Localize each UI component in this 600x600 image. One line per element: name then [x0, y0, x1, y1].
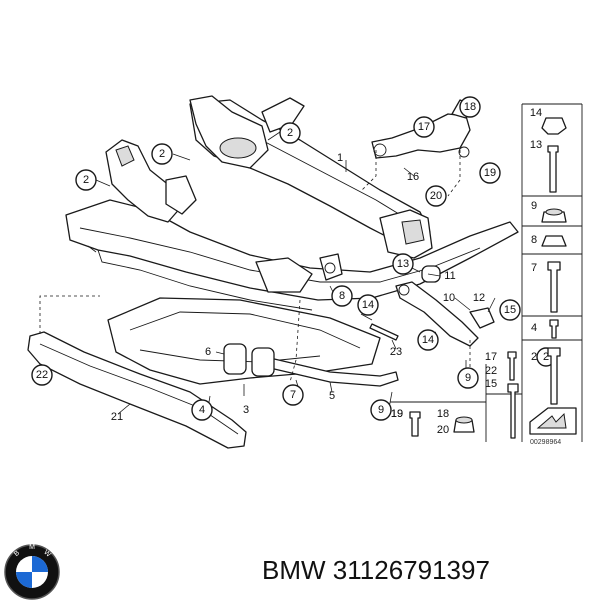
svg-text:12: 12	[473, 292, 485, 304]
callout-12: 12	[473, 292, 485, 304]
callout-2-left-upper: 2	[151, 143, 173, 165]
side-label-22: 22	[485, 365, 497, 377]
subframe-part-1	[65, 95, 519, 311]
callout-16: 16	[407, 171, 419, 183]
svg-text:W: W	[42, 549, 52, 559]
side-label-8: 8	[531, 234, 537, 246]
svg-text:1: 1	[337, 152, 343, 164]
fastener-panel: 14 13 9 8 7 4 2 17 22 15 19 18 20 002989…	[390, 103, 583, 446]
bushing-part-11	[421, 265, 441, 283]
callout-6: 6	[205, 346, 211, 358]
svg-text:13: 13	[397, 258, 409, 270]
callout-14-mid: 14	[357, 294, 379, 316]
svg-text:23: 23	[390, 346, 402, 358]
side-label-2: 2	[531, 351, 537, 363]
diagram-code: 00298964	[530, 439, 561, 446]
callout-1: 1	[337, 152, 343, 164]
part-caption: BMW 31126791397	[262, 552, 597, 588]
track-rod-part-5	[269, 357, 399, 387]
callout-7: 7	[282, 384, 304, 406]
callout-14-right: 14	[417, 329, 439, 351]
side-label-9: 9	[531, 200, 537, 212]
callout-3: 3	[243, 404, 249, 416]
svg-text:22: 22	[36, 369, 48, 381]
callout-2-top: 2	[279, 122, 301, 144]
callout-9-bottom: 9	[370, 399, 392, 421]
bolt-part-23	[369, 323, 399, 341]
callout-19-bottom: 19	[391, 408, 403, 420]
svg-text:14: 14	[362, 299, 374, 311]
callout-13: 13	[392, 253, 414, 275]
svg-text:18: 18	[464, 101, 476, 113]
svg-text:11: 11	[444, 270, 455, 282]
callout-21: 21	[111, 411, 123, 423]
side-label-18: 18	[437, 408, 449, 420]
callout-9-right: 9	[457, 367, 479, 389]
brand-name: BMW	[262, 555, 326, 585]
engine-mount-part-6	[223, 343, 275, 377]
svg-text:20: 20	[430, 190, 442, 202]
svg-text:2: 2	[159, 148, 165, 160]
assembly-guide-lines	[39, 150, 471, 383]
side-label-4: 4	[531, 322, 537, 334]
callout-23: 23	[390, 346, 402, 358]
svg-text:19: 19	[484, 167, 496, 179]
callout-2-left: 2	[75, 169, 97, 191]
callout-10: 10	[443, 292, 455, 304]
svg-text:3: 3	[243, 404, 249, 416]
svg-text:8: 8	[339, 290, 345, 302]
side-label-7: 7	[531, 262, 537, 274]
callout-8: 8	[331, 285, 353, 307]
underbody-tray-part-3	[107, 297, 381, 385]
callout-5: 5	[329, 390, 335, 402]
side-label-17: 17	[485, 351, 497, 363]
svg-text:19: 19	[391, 408, 403, 420]
svg-text:9: 9	[465, 372, 471, 384]
svg-text:6: 6	[205, 346, 211, 358]
svg-text:2: 2	[543, 351, 549, 363]
svg-text:5: 5	[329, 390, 335, 402]
svg-text:14: 14	[422, 334, 434, 346]
side-label-20: 20	[437, 424, 449, 436]
svg-text:4: 4	[199, 404, 205, 416]
svg-text:9: 9	[378, 404, 384, 416]
control-arm-part-10	[395, 281, 495, 347]
callout-18: 18	[459, 96, 481, 118]
svg-text:10: 10	[443, 292, 455, 304]
side-label-19: 19	[391, 408, 403, 420]
side-label-13: 13	[530, 139, 542, 151]
part-number: 31126791397	[332, 555, 490, 585]
callout-15: 15	[499, 299, 521, 321]
side-label-14: 14	[530, 107, 542, 119]
svg-text:21: 21	[111, 411, 123, 423]
callout-17: 17	[413, 116, 435, 138]
callout-20: 20	[425, 185, 447, 207]
callout-19-top: 19	[479, 162, 501, 184]
callout-22: 22	[31, 364, 53, 386]
svg-text:M: M	[29, 544, 35, 551]
svg-text:7: 7	[290, 389, 296, 401]
svg-text:15: 15	[504, 304, 516, 316]
svg-text:16: 16	[407, 171, 419, 183]
svg-text:17: 17	[418, 121, 430, 133]
callout-11: 11	[444, 270, 455, 282]
svg-text:2: 2	[287, 127, 293, 139]
side-label-15: 15	[485, 378, 497, 390]
callout-4: 4	[191, 399, 213, 421]
svg-text:2: 2	[83, 174, 89, 186]
svg-text:B: B	[13, 549, 21, 558]
tension-strut-part-21	[27, 331, 247, 449]
bmw-logo: B M W	[4, 544, 60, 600]
